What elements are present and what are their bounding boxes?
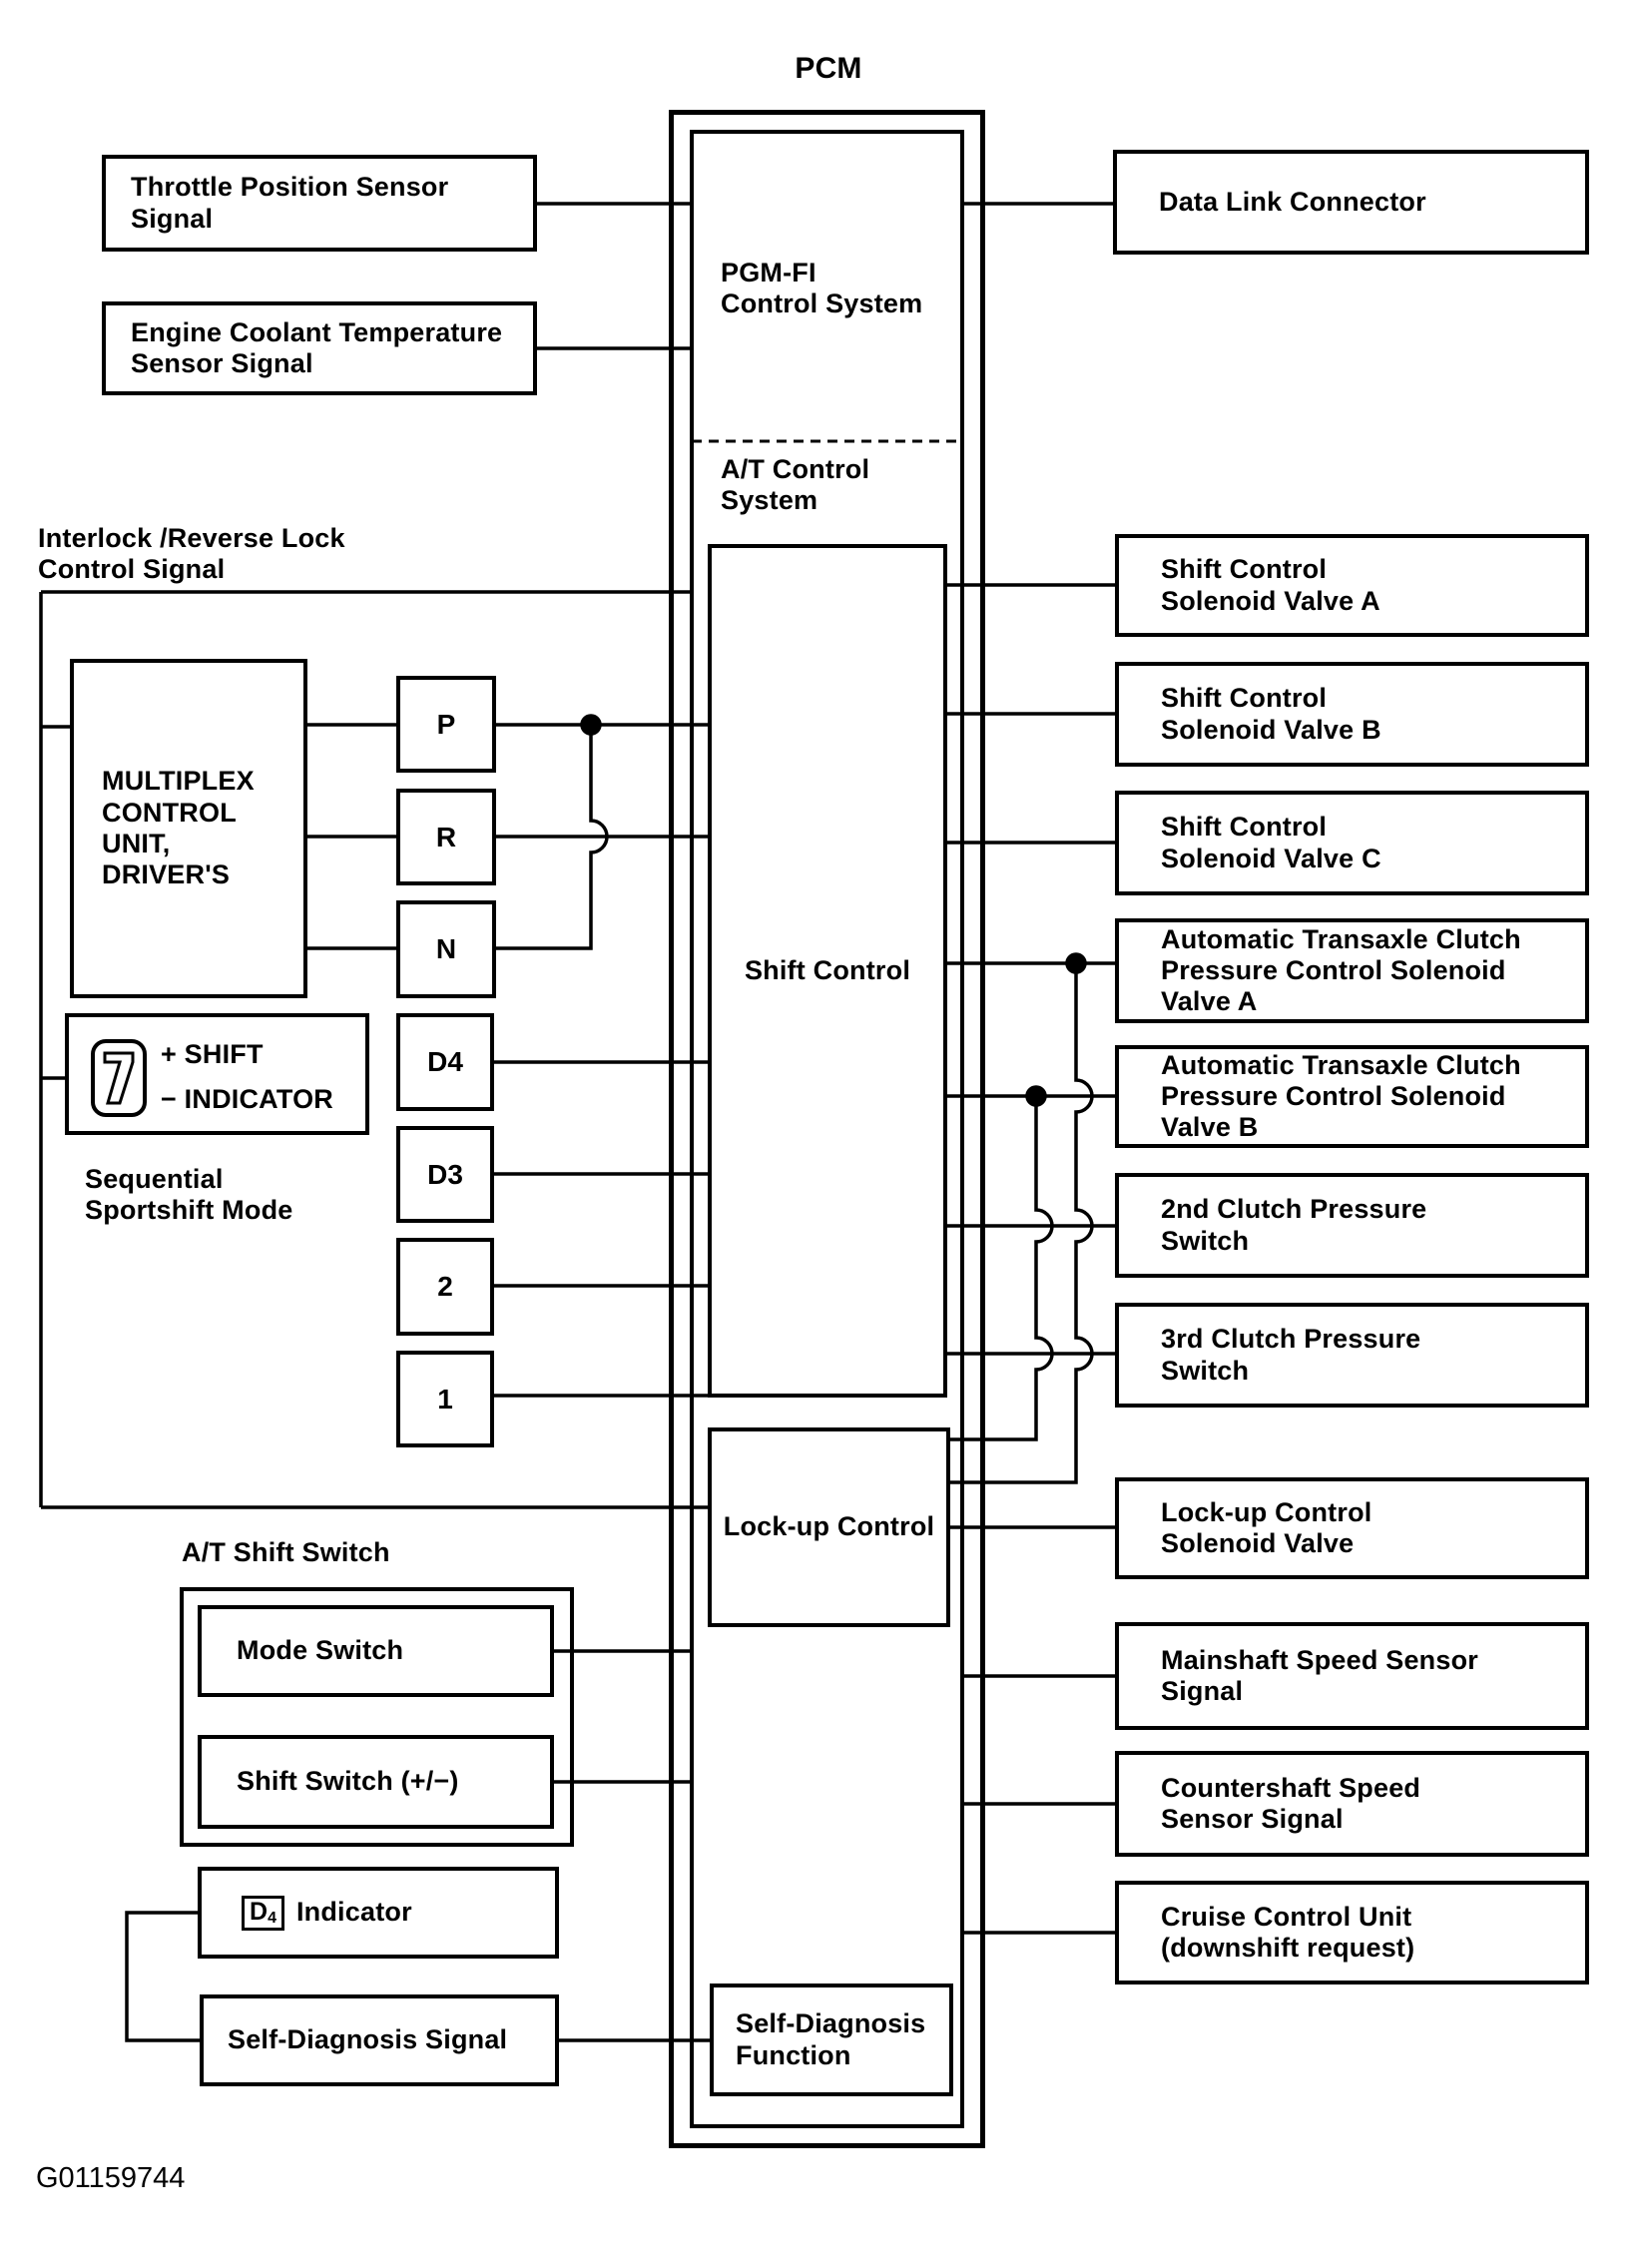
shift-solenoid-b-box: Shift Control Solenoid Valve B — [1115, 662, 1589, 767]
data-link-connector-label: Data Link Connector — [1159, 186, 1426, 217]
self-diagnosis-function-label: Self-Diagnosis Function — [736, 2008, 926, 2070]
gear-box-n: N — [396, 900, 496, 998]
mainshaft-speed-sensor-box: Mainshaft Speed Sensor Signal — [1115, 1622, 1589, 1730]
cruise-control-unit-box: Cruise Control Unit (downshift request) — [1115, 1881, 1589, 1984]
mainshaft-speed-sensor-label: Mainshaft Speed Sensor Signal — [1161, 1644, 1478, 1706]
engine-coolant-sensor-box: Engine Coolant Temperature Sensor Signal — [102, 301, 537, 395]
lockup-control-label: Lock-up Control — [723, 1511, 935, 1542]
multiplex-control-unit-box: MULTIPLEX CONTROL UNIT, DRIVER'S — [70, 659, 307, 998]
seven-segment-display-icon — [91, 1039, 147, 1122]
multiplex-control-unit-label: MULTIPLEX CONTROL UNIT, DRIVER'S — [102, 766, 255, 890]
shift-indicator-box: + SHIFT − INDICATOR — [65, 1013, 369, 1135]
gear-d3-label: D3 — [427, 1158, 463, 1190]
gear-box-d4: D4 — [396, 1013, 494, 1111]
shift-solenoid-b-label: Shift Control Solenoid Valve B — [1161, 683, 1381, 745]
data-link-connector-box: Data Link Connector — [1113, 150, 1589, 255]
clutch-pressure-solenoid-b-label: Automatic Transaxle Clutch Pressure Cont… — [1161, 1049, 1521, 1143]
gear-d4-label: D4 — [427, 1046, 463, 1077]
sequential-sportshift-label: Sequential Sportshift Mode — [85, 1164, 293, 1226]
clutch-pressure-solenoid-a-label: Automatic Transaxle Clutch Pressure Cont… — [1161, 923, 1521, 1017]
clutch-pressure-solenoid-b-box: Automatic Transaxle Clutch Pressure Cont… — [1115, 1045, 1589, 1148]
self-diagnosis-signal-label: Self-Diagnosis Signal — [228, 2024, 508, 2055]
gear-box-1: 1 — [396, 1351, 494, 1447]
shift-switch-label: Shift Switch (+/−) — [237, 1766, 459, 1797]
countershaft-speed-sensor-label: Countershaft Speed Sensor Signal — [1161, 1772, 1421, 1834]
countershaft-speed-sensor-box: Countershaft Speed Sensor Signal — [1115, 1751, 1589, 1857]
lockup-solenoid-valve-box: Lock-up Control Solenoid Valve — [1115, 1477, 1589, 1579]
shift-control-label: Shift Control — [744, 954, 911, 985]
third-clutch-pressure-switch-box: 3rd Clutch Pressure Switch — [1115, 1303, 1589, 1408]
mode-switch-label: Mode Switch — [237, 1635, 404, 1666]
throttle-position-sensor-label: Throttle Position Sensor Signal — [131, 172, 449, 234]
gear-box-d3: D3 — [396, 1126, 494, 1223]
gear-box-r: R — [396, 789, 496, 885]
lockup-solenoid-valve-label: Lock-up Control Solenoid Valve — [1161, 1496, 1372, 1558]
shift-control-box: Shift Control — [708, 544, 947, 1398]
second-clutch-pressure-switch-box: 2nd Clutch Pressure Switch — [1115, 1173, 1589, 1278]
cruise-control-unit-label: Cruise Control Unit (downshift request) — [1161, 1901, 1415, 1963]
shift-solenoid-c-box: Shift Control Solenoid Valve C — [1115, 791, 1589, 895]
gear-p-label: P — [436, 708, 456, 740]
figure-code: G01159744 — [36, 2162, 186, 2194]
shift-solenoid-c-label: Shift Control Solenoid Valve C — [1161, 812, 1381, 873]
mode-switch-box: Mode Switch — [198, 1605, 554, 1697]
pcm-outer-box — [669, 110, 985, 2148]
pgmfi-section-label: PGM-FI Control System — [721, 258, 923, 319]
gear-box-p: P — [396, 676, 496, 773]
third-clutch-pressure-switch-label: 3rd Clutch Pressure Switch — [1161, 1324, 1421, 1386]
self-diagnosis-function-box: Self-Diagnosis Function — [710, 1984, 953, 2096]
at-shift-switch-label: A/T Shift Switch — [182, 1537, 390, 1567]
engine-coolant-sensor-label: Engine Coolant Temperature Sensor Signal — [131, 316, 503, 378]
shift-switch-box: Shift Switch (+/−) — [198, 1735, 554, 1829]
indicator-minus-label: − INDICATOR — [161, 1084, 333, 1114]
gear-2-label: 2 — [437, 1271, 453, 1302]
shift-solenoid-a-label: Shift Control Solenoid Valve A — [1161, 554, 1380, 616]
second-clutch-pressure-switch-label: 2nd Clutch Pressure Switch — [1161, 1194, 1427, 1256]
lockup-control-box: Lock-up Control — [708, 1427, 950, 1627]
throttle-position-sensor-box: Throttle Position Sensor Signal — [102, 155, 537, 252]
d4-icon-subscript: 4 — [268, 1909, 276, 1927]
pcm-title: PCM — [795, 52, 862, 85]
at-section-label: A/T Control System — [721, 454, 870, 516]
gear-n-label: N — [435, 933, 457, 964]
self-diagnosis-signal-box: Self-Diagnosis Signal — [200, 1994, 559, 2086]
pcm-inner-box — [690, 130, 964, 2128]
shift-solenoid-a-box: Shift Control Solenoid Valve A — [1115, 534, 1589, 637]
gear-box-2: 2 — [396, 1238, 494, 1336]
d4-indicator-label: Indicator — [295, 1897, 412, 1928]
d4-icon-letter: D — [250, 1897, 269, 1926]
at-shift-switch-box — [180, 1587, 574, 1847]
interlock-label: Interlock /Reverse Lock Control Signal — [38, 523, 345, 585]
gear-1-label: 1 — [437, 1383, 453, 1415]
shift-plus-label: + SHIFT — [161, 1039, 264, 1069]
gear-r-label: R — [435, 821, 457, 852]
clutch-pressure-solenoid-a-box: Automatic Transaxle Clutch Pressure Cont… — [1115, 918, 1589, 1023]
